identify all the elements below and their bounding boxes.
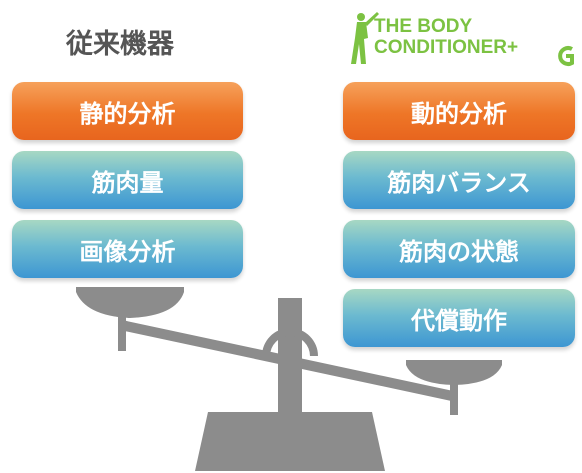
muscle-mass-box: 筋肉量: [12, 151, 243, 209]
golfer-icon: [351, 12, 379, 64]
muscle-condition-box: 筋肉の状態: [343, 220, 575, 278]
dynamic-analysis-box: 動的分析: [343, 82, 575, 140]
muscle-balance-box: 筋肉バランス: [343, 151, 575, 209]
left-pan-stem: [118, 315, 126, 351]
scale-beam: [120, 320, 458, 402]
image-analysis-box: 画像分析: [12, 220, 243, 278]
logo-line-1: THE BODY: [374, 16, 473, 37]
g-logo-icon: [558, 46, 574, 66]
left-pan: [76, 287, 184, 318]
right-pan: [406, 360, 502, 385]
logo-line-2: CONDITIONER+: [374, 37, 519, 58]
right-pan-stem: [450, 383, 458, 415]
left-heading: 従来機器: [66, 29, 174, 60]
static-analysis-box: 静的分析: [12, 82, 243, 140]
compensatory-movement-box: 代償動作: [343, 289, 575, 347]
the-body-conditioner-logo: THE BODY CONDITIONER+: [344, 8, 576, 70]
scale-pivot: [262, 328, 318, 356]
scale-base: [195, 412, 385, 471]
